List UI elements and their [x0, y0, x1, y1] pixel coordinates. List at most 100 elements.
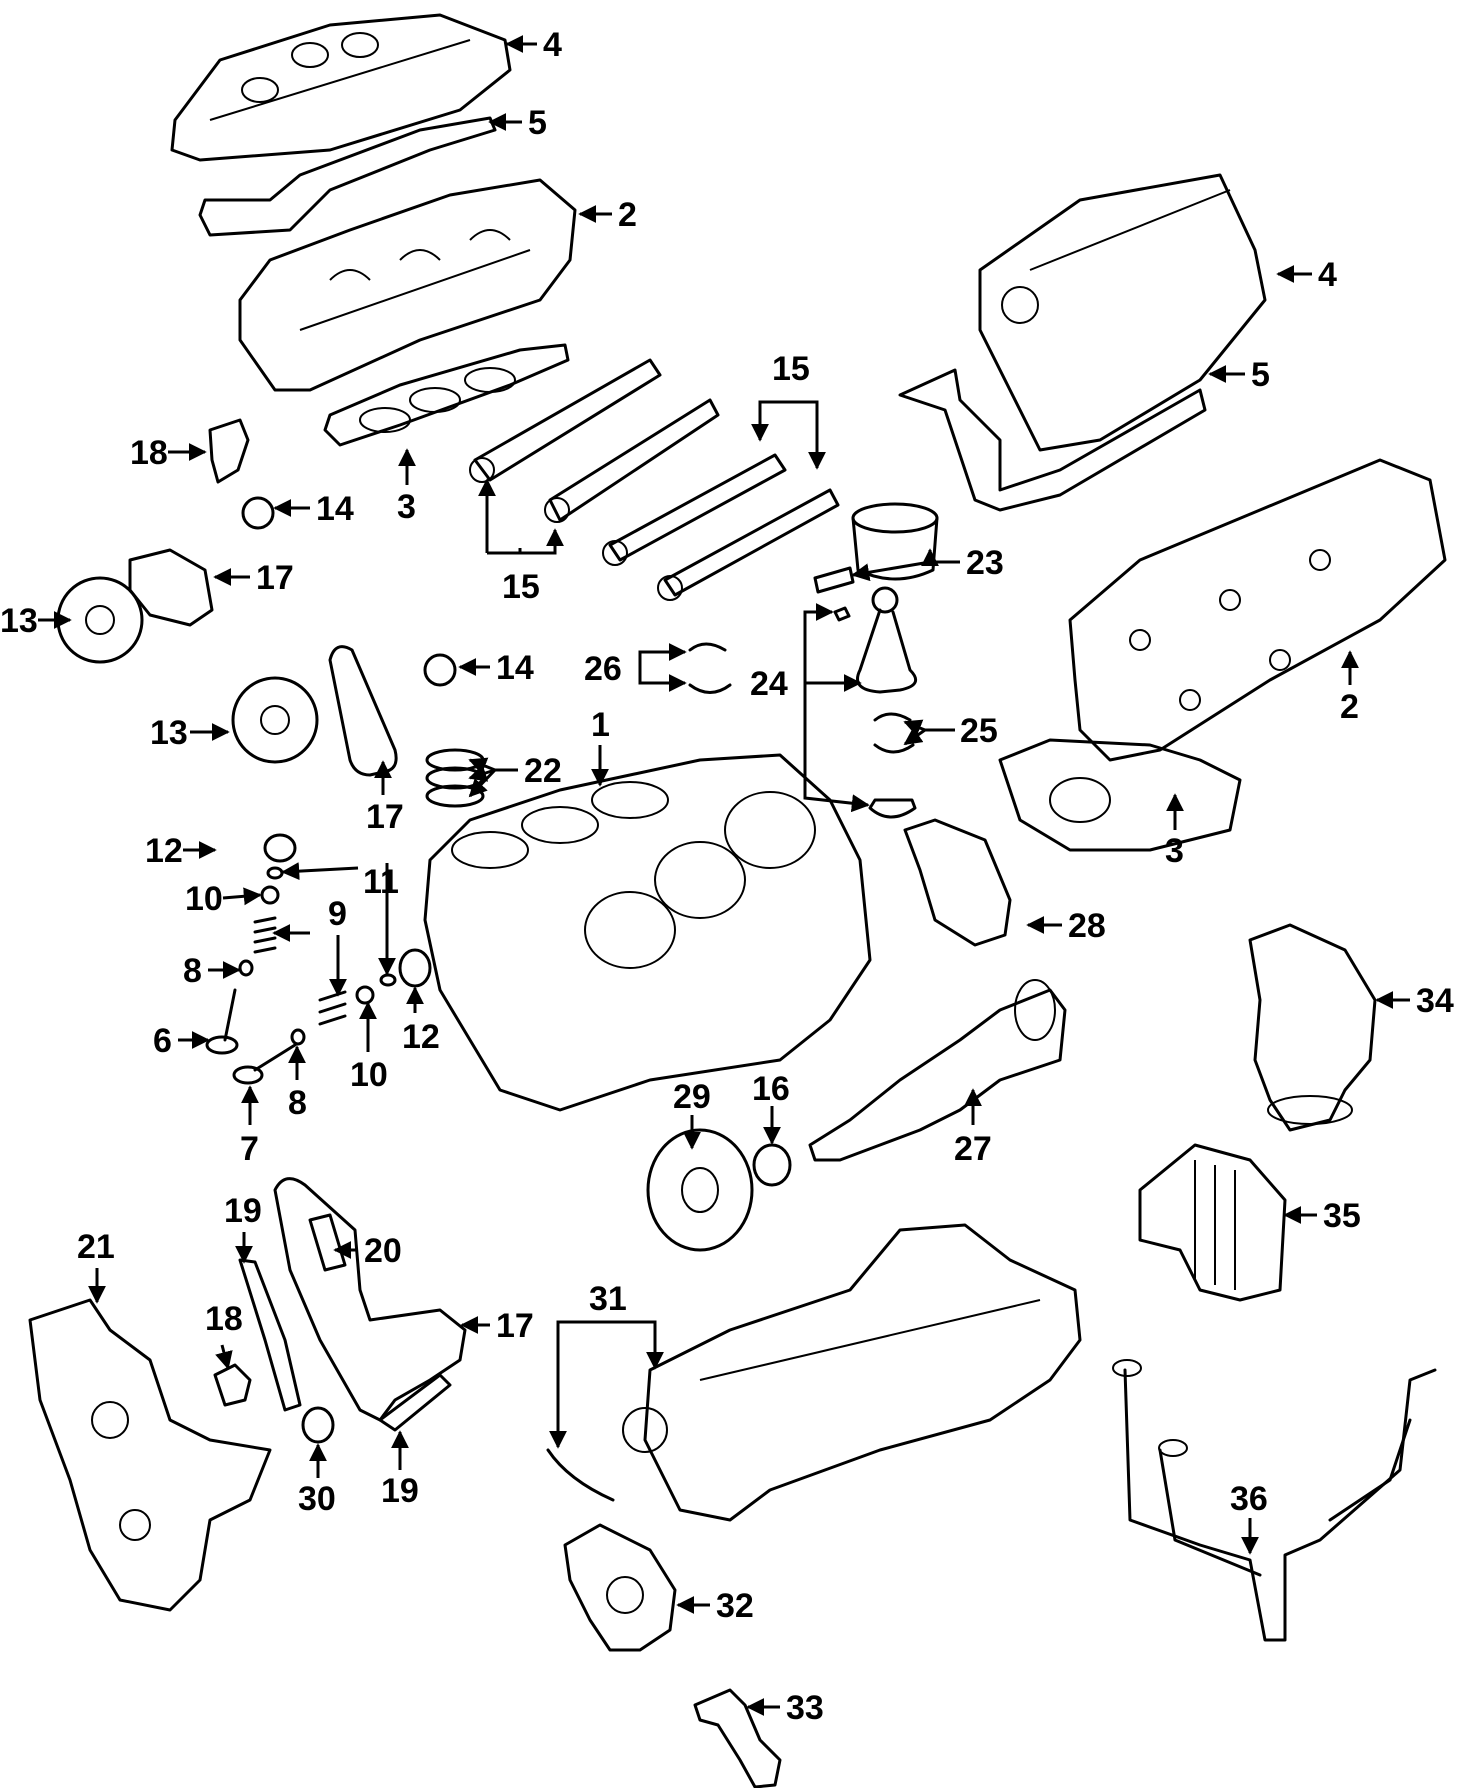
valve-spring-lower: [318, 990, 347, 1026]
seal-upper: [241, 496, 275, 530]
chain-tensioner: [308, 1213, 347, 1272]
rod-bearing-upper: [873, 712, 912, 722]
callout-15-lower: 15: [502, 568, 540, 606]
oil-pan-gasket-segment: [546, 1448, 615, 1502]
intake-valve: [205, 988, 239, 1055]
timing-cover: [28, 1298, 272, 1612]
callout-18-lower: 18: [205, 1300, 243, 1338]
damper-pulley: [646, 1128, 754, 1252]
valve-spring-upper: [253, 916, 277, 954]
valve-cover-left: [170, 13, 512, 162]
sprocket-upper: [56, 576, 144, 664]
callout-17-chain: 17: [366, 798, 404, 836]
bearing-lower: [688, 683, 732, 694]
callout-14-upper: 14: [316, 490, 354, 528]
lifter-upper: [263, 833, 297, 863]
callout-24: 24: [750, 665, 788, 703]
callout-19-lower: 19: [381, 1472, 419, 1510]
callout-4-left: 4: [543, 26, 562, 64]
spring-retainer-lower: [355, 985, 375, 1005]
callout-25: 25: [960, 712, 998, 750]
oil-pickup-tube: [693, 1688, 782, 1788]
callout-2-left: 2: [618, 196, 637, 234]
piston: [813, 502, 939, 594]
callout-16: 16: [752, 1070, 790, 1108]
callout-17-gasket: 17: [256, 559, 294, 597]
timing-chain-lower: [273, 1177, 467, 1422]
sprocket-lower: [231, 676, 319, 764]
callout-5-left: 5: [528, 104, 547, 142]
bearing-upper: [688, 642, 727, 652]
callout-8-lower: 8: [288, 1084, 307, 1122]
callout-30: 30: [298, 1480, 336, 1518]
valve-keeper-upper: [238, 959, 254, 977]
callout-23: 23: [966, 544, 1004, 582]
front-crank-seal: [752, 1143, 792, 1187]
callout-14-middle: 14: [496, 649, 534, 687]
valve-cover-right: [978, 173, 1267, 452]
oil-pan: [622, 1223, 1082, 1522]
callout-15-upper: 15: [772, 350, 810, 388]
cylinder-head-right: [1068, 458, 1447, 762]
oil-filter-adapter: [1248, 923, 1377, 1132]
callout-12-upper: 12: [145, 832, 183, 870]
callout-28: 28: [1068, 907, 1106, 945]
callout-9: 9: [328, 895, 347, 933]
callout-11: 11: [363, 863, 399, 901]
callout-3-right: 3: [1165, 832, 1184, 870]
callout-27: 27: [954, 1130, 992, 1168]
callout-20: 20: [364, 1232, 402, 1270]
callout-36: 36: [1230, 1480, 1268, 1518]
callout-19-upper: 19: [224, 1192, 262, 1230]
timing-chain-upper: [328, 645, 398, 777]
piston-pin: [813, 566, 855, 594]
valve-seal-upper: [266, 866, 284, 880]
callout-6: 6: [153, 1022, 172, 1060]
bracket-lower: [213, 1363, 252, 1407]
callout-10-lower: 10: [350, 1056, 388, 1094]
lifter-lower: [398, 948, 432, 988]
callout-2-right: 2: [1340, 688, 1359, 726]
callout-29: 29: [673, 1078, 711, 1116]
callout-13-lower: 13: [150, 714, 188, 752]
callout-labels: 4 5 2 3 18 14 17 13 15 15 14 13 17 22 1 …: [0, 26, 1454, 1727]
exhaust-valve: [232, 1043, 297, 1085]
callout-35: 35: [1323, 1197, 1361, 1235]
coolant-tubes: [1112, 1359, 1437, 1642]
engine-block: [423, 753, 872, 1112]
valve-keeper-lower: [290, 1028, 306, 1046]
valve-seal-lower: [379, 973, 397, 987]
camshafts: [469, 358, 840, 601]
callout-1: 1: [591, 706, 610, 744]
callout-32: 32: [716, 1587, 754, 1625]
callout-21: 21: [77, 1228, 115, 1266]
valve-cover-gasket-right: [898, 368, 1207, 512]
callout-22: 22: [524, 752, 562, 790]
callout-8-upper: 8: [183, 952, 202, 990]
callout-12-lower: 12: [402, 1018, 440, 1056]
callout-17-lower: 17: [496, 1307, 534, 1345]
valve-cover-gasket-left: [198, 116, 497, 237]
chain-guide-left: [238, 1258, 302, 1412]
callout-4-right: 4: [1318, 256, 1337, 294]
head-gasket-left: [323, 343, 570, 447]
rod-bearing-lower: [873, 743, 915, 754]
callout-5-right: 5: [1251, 356, 1270, 394]
oil-pump: [563, 1523, 677, 1652]
chain-guide-lower: [378, 1373, 452, 1432]
callout-33: 33: [786, 1689, 824, 1727]
callout-18-upper: 18: [130, 434, 168, 472]
callout-26: 26: [584, 650, 622, 688]
crankshaft: [808, 979, 1067, 1162]
bracket-upper: [208, 418, 250, 484]
callout-7: 7: [240, 1130, 259, 1168]
connecting-rod: [833, 586, 918, 694]
crank-sprocket: [301, 1406, 335, 1444]
rear-seal-retainer: [903, 818, 1012, 947]
head-gasket-right: [998, 738, 1242, 852]
oil-cooler: [1138, 1143, 1287, 1302]
callout-13-upper: 13: [0, 602, 38, 640]
callout-34: 34: [1416, 982, 1454, 1020]
rod-cap: [868, 798, 917, 819]
